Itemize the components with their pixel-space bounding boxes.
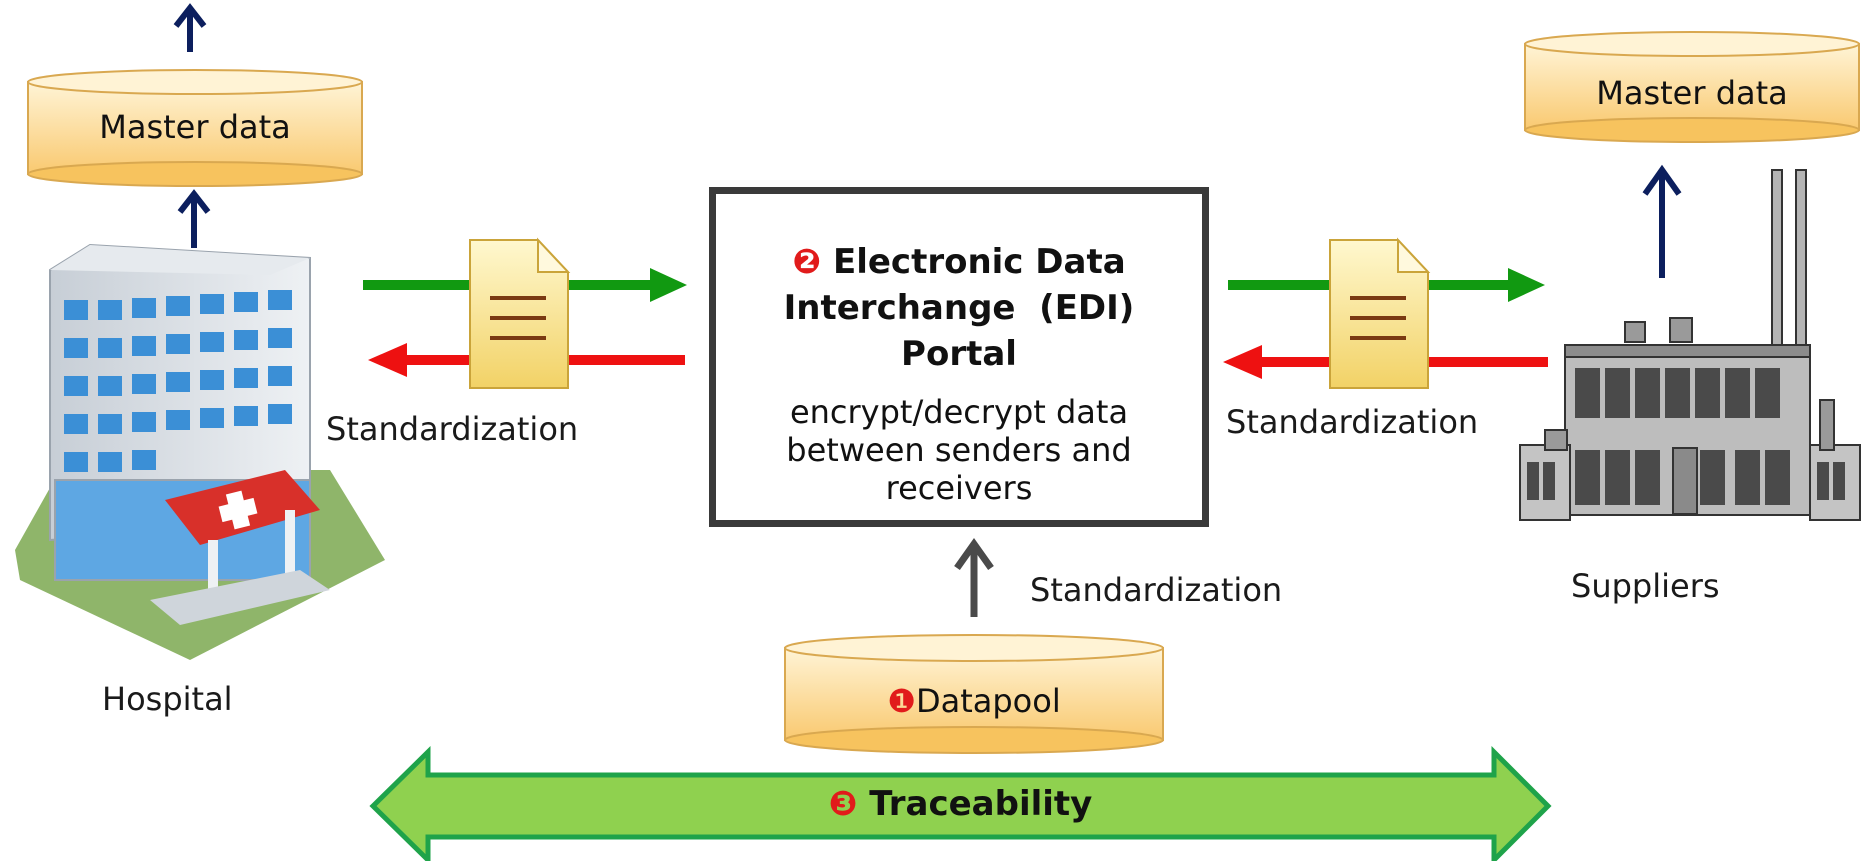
hospital-label: Hospital — [102, 680, 233, 718]
edi-title-line1: Electronic Data — [832, 242, 1126, 282]
datapool-arrow — [954, 537, 994, 617]
hospital-master-data-cylinder — [27, 69, 363, 187]
standardization-left-label: Standardization — [326, 410, 579, 448]
hospital-building-icon — [15, 243, 385, 660]
standardization-right-label: Standardization — [1226, 403, 1479, 441]
standardization-bottom-label: Standardization — [1030, 571, 1283, 609]
edi-number-badge: ❷ — [792, 242, 822, 282]
datapool-cylinder — [784, 634, 1164, 754]
datapool-number-badge: ❶ — [887, 682, 916, 720]
edi-title-line2: Interchange (EDI) — [783, 288, 1135, 328]
suppliers-label: Suppliers — [1571, 567, 1720, 605]
edi-desc-line1: encrypt/decrypt data — [789, 393, 1129, 431]
supplier-master-data-label: Master data — [1596, 74, 1788, 112]
edi-title-line3: Portal — [901, 334, 1017, 374]
hospital-upper-arrow — [173, 3, 207, 52]
hospital-lower-arrow — [177, 189, 211, 248]
edi-portal-description: encrypt/decrypt data between senders and… — [716, 393, 1202, 507]
datapool-text: Datapool — [915, 682, 1061, 720]
supplier-arrow — [1642, 164, 1682, 278]
edi-portal-box: ❷ Electronic Data Interchange (EDI) Port… — [709, 187, 1209, 527]
edi-portal-title: ❷ Electronic Data Interchange (EDI) Port… — [716, 239, 1202, 377]
supplier-master-data-cylinder — [1524, 31, 1860, 143]
datapool-label: ❶Datapool — [785, 682, 1163, 720]
left-document-icon — [469, 237, 571, 389]
factory-icon — [1519, 169, 1861, 521]
edi-desc-line3: receivers — [885, 469, 1033, 507]
edi-desc-line2: between senders and — [786, 431, 1132, 469]
traceability-text: Traceability — [869, 784, 1093, 824]
right-document-icon — [1329, 237, 1431, 389]
traceability-label: ❸ Traceability — [373, 784, 1548, 824]
traceability-arrow — [369, 745, 1552, 861]
traceability-number-badge: ❸ — [828, 784, 858, 824]
hospital-master-data-label: Master data — [99, 108, 291, 146]
